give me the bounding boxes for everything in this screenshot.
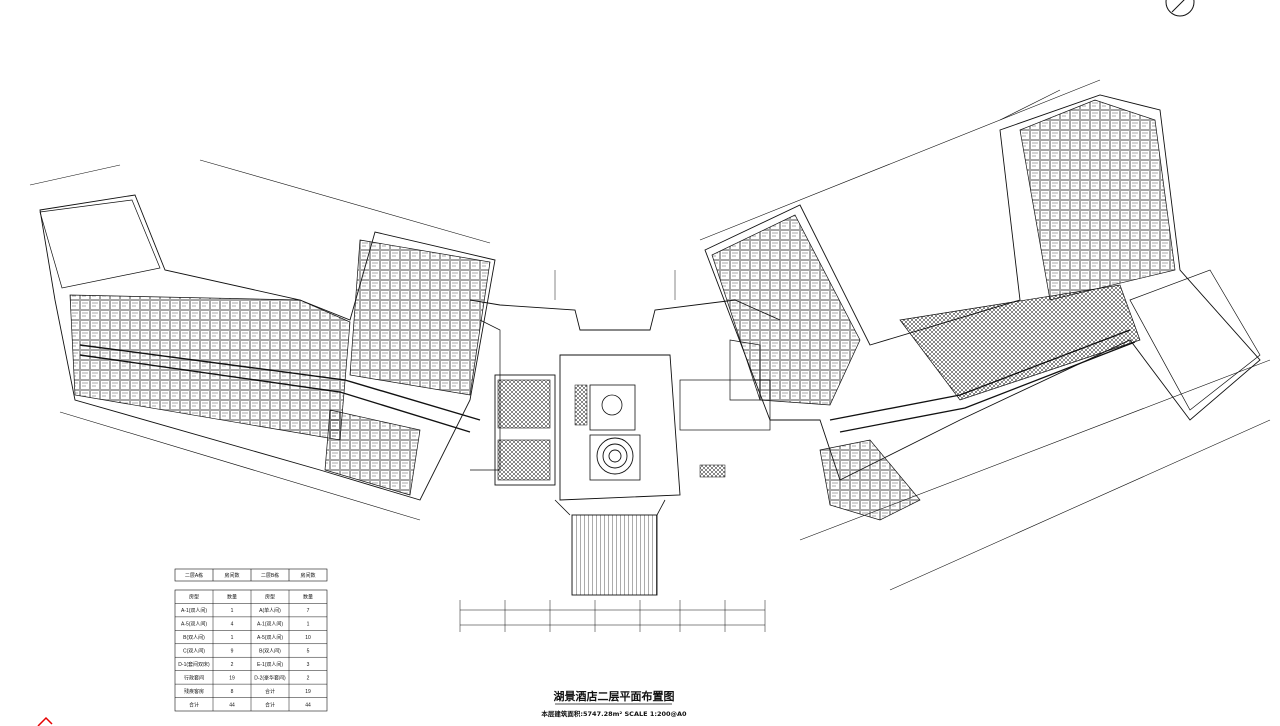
schedule-cell: 数量 (227, 594, 237, 601)
schedule-cell: 1 (231, 608, 234, 614)
schedule-cell: B(双人间) (183, 634, 205, 641)
schedule-cell: A-1(双人间) (257, 621, 283, 628)
schedule-cell: 房型 (189, 594, 199, 601)
red-mark-icon (37, 716, 53, 726)
schedule-cell: 8 (231, 689, 234, 695)
schedule-cell: 数量 (303, 594, 313, 601)
schedule-cell: 9 (231, 649, 234, 655)
schedule-cell: 房型 (265, 594, 275, 601)
schedule-header-cell: 房间数 (224, 572, 239, 579)
schedule-cell: A-5(双人间) (257, 634, 283, 641)
schedule-cell: 10 (305, 635, 311, 641)
schedule-cell: 残疾客房 (184, 688, 204, 695)
schedule-header-cell: 二层A栋 (185, 572, 203, 579)
north-arrow-icon (1165, 0, 1195, 17)
schedule-cell: 7 (307, 608, 310, 614)
schedule-cell: A-1(双人间) (181, 607, 207, 614)
schedule-cell: A-5(双人间) (181, 621, 207, 628)
schedule-cell: 2 (307, 675, 310, 681)
schedule-cell: B(双人间) (259, 648, 281, 655)
schedule-cell: 2 (231, 662, 234, 668)
schedule-cell: 19 (229, 675, 235, 681)
schedule-header-cell: 二层B栋 (261, 572, 279, 579)
schedule-header-cell: 房间数 (300, 572, 315, 579)
schedule-cell: D-1(套间双床) (178, 661, 210, 668)
central-lobby-block (459, 270, 781, 632)
schedule-cell: 行政套间 (184, 674, 204, 681)
schedule-cell: 3 (307, 662, 310, 668)
west-wing (29, 159, 496, 521)
schedule-cell: 19 (305, 689, 311, 695)
schedule-cell: D-2(豪华套间) (254, 674, 286, 681)
schedule-cell: 1 (307, 622, 310, 628)
schedule-cell: C(双人间) (183, 648, 205, 655)
drawing-subtitle: 本层建筑面积:5747.28m² SCALE 1:200@A0 (541, 709, 687, 718)
drawing-title: 湖景酒店二层平面布置图 (554, 689, 675, 703)
schedule-cell: 合计 (265, 701, 275, 708)
schedule-cell: 44 (229, 702, 235, 708)
schedule-cell: A(单人间) (259, 607, 281, 614)
schedule-cell: 合计 (189, 701, 199, 708)
schedule-cell: 5 (307, 649, 310, 655)
schedule-cell: E-1(双人间) (257, 661, 283, 668)
schedule-cell: 44 (305, 702, 311, 708)
schedule-cell: 合计 (265, 688, 275, 695)
schedule-cell: 4 (231, 622, 234, 628)
schedule-cell: 1 (231, 635, 234, 641)
east-wing (699, 79, 1271, 591)
